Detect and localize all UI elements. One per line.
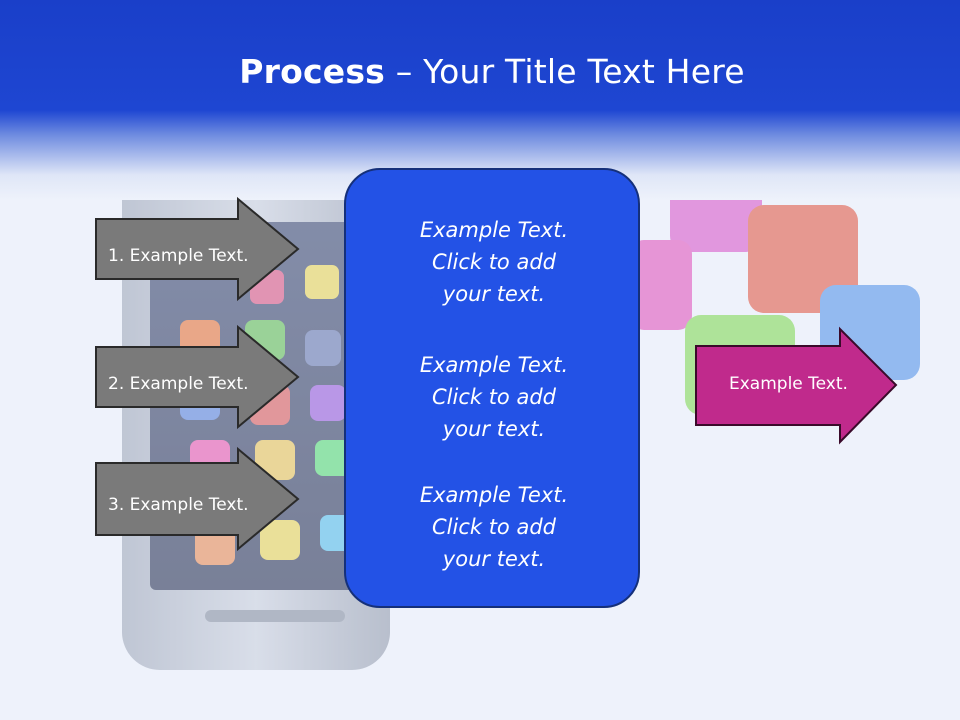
center-text-block-3: Example Text. Click to add your text. [419, 483, 569, 571]
process-arrow-3-label: 3. Example Text. [108, 495, 249, 515]
title-bold: Process [239, 52, 386, 91]
center-text-block-2: Example Text. Click to add your text. [419, 353, 569, 441]
process-arrow-1[interactable] [95, 196, 300, 302]
slide-title: Process – Your Title Text Here [0, 52, 960, 91]
center-text-box[interactable]: Example Text. Click to add your text. Ex… [344, 168, 640, 608]
title-rest: – Your Title Text Here [385, 52, 745, 91]
result-arrow[interactable] [695, 326, 898, 445]
process-arrow-2-label: 2. Example Text. [108, 374, 249, 394]
process-arrow-3[interactable] [95, 446, 300, 552]
process-arrow-1-label: 1. Example Text. [108, 246, 249, 266]
process-arrow-2[interactable] [95, 324, 300, 430]
result-arrow-label: Example Text. [729, 374, 848, 394]
center-text-block-1: Example Text. Click to add your text. [419, 218, 569, 306]
header-band [0, 0, 960, 200]
